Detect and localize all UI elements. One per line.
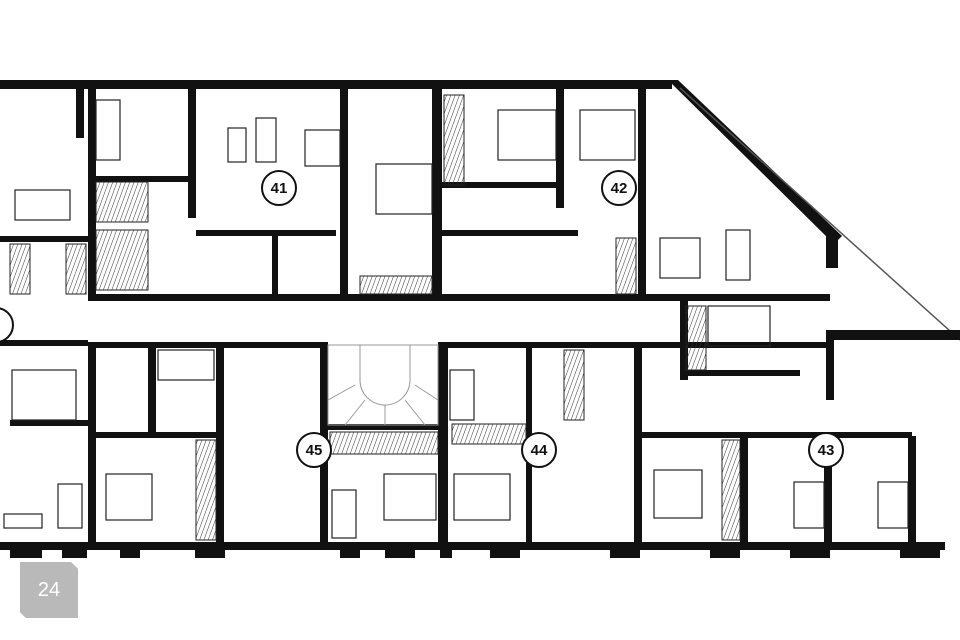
unit-label-44: 44 — [521, 432, 557, 468]
unit-label-41: 41 — [261, 170, 297, 206]
unit-label-45: 45 — [296, 432, 332, 468]
walls — [0, 80, 960, 558]
unit-label-43: 43 — [808, 432, 844, 468]
hatched-storage — [9, 94, 741, 541]
staircase — [327, 344, 439, 426]
furniture — [3, 99, 909, 539]
page-number-badge: 24 — [20, 562, 78, 618]
unit-label-42: 42 — [601, 170, 637, 206]
